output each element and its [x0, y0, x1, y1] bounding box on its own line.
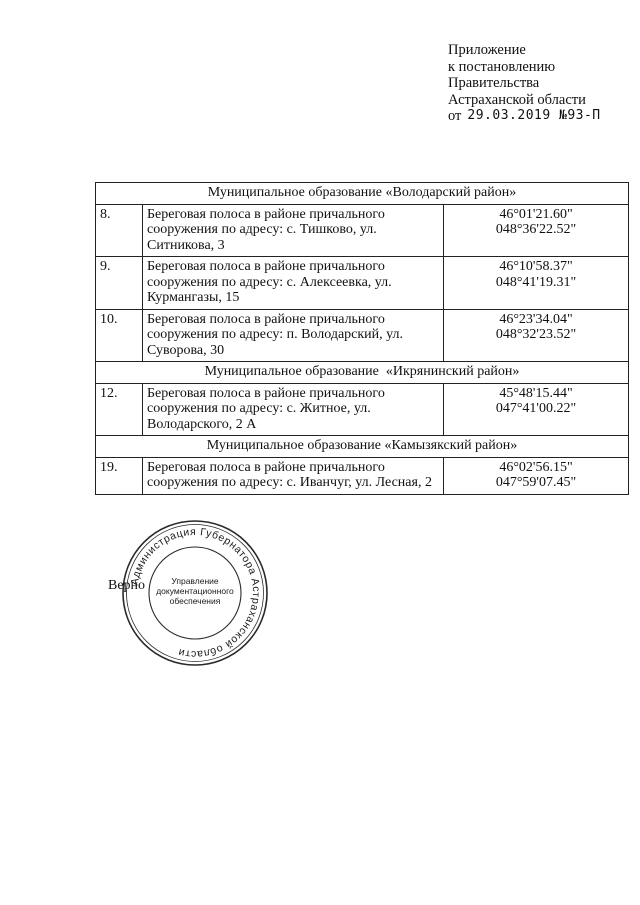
row-latitude: 46°23'34.04" [499, 311, 573, 327]
seal-center-line: обеспечения [169, 596, 221, 606]
row-number: 19. [95, 456, 143, 495]
header-date-prefix: от [448, 108, 462, 124]
row-coordinates: 46°01'21.60" 048°36'22.52" [443, 203, 629, 257]
row-description: Береговая полоса в районе причального со… [142, 203, 444, 257]
section-row: Муниципальное образование «Икрянинский р… [95, 361, 629, 384]
header-line-resolution: к постановлению [448, 58, 556, 75]
objects-table: Муниципальное образование «Володарский р… [95, 182, 629, 495]
header-line-government: Правительства [448, 75, 540, 91]
row-latitude: 46°10'58.37" [499, 259, 573, 274]
table-row: 19. Береговая полоса в районе причальног… [95, 456, 629, 495]
row-latitude: 46°02'56.15" [499, 459, 573, 475]
section-title: Муниципальное образование «Камызякский р… [95, 435, 629, 458]
row-longitude: 048°36'22.52" [495, 222, 577, 237]
row-number: 10. [95, 308, 143, 362]
seal-center-line: документационного [156, 586, 234, 596]
row-number: 9. [95, 256, 143, 310]
row-number: 12. [95, 382, 143, 436]
row-description: Береговая полоса в районе причального со… [142, 308, 444, 362]
table-row: 10. Береговая полоса в районе причальног… [95, 308, 629, 362]
row-latitude: 45°48'15.44" [499, 385, 573, 401]
row-coordinates: 45°48'15.44" 047°41'00.22" [443, 382, 629, 436]
header-date-line: от 29.03.2019 №93-П [448, 108, 601, 125]
appendix-header: Приложение к постановлению Правительства… [448, 42, 601, 125]
row-description: Береговая полоса в районе причального со… [142, 382, 444, 436]
row-coordinates: 46°02'56.15" 047°59'07.45" [443, 456, 629, 495]
seal-center-text: Управление документационного обеспечения [150, 576, 240, 606]
row-coordinates: 46°23'34.04" 048°32'23.52" [443, 308, 629, 362]
official-seal-stamp: Администрация Губернатора Астраханской о… [120, 518, 270, 668]
table-row: 8. Береговая полоса в районе причального… [95, 203, 629, 257]
seal-center-line: Управление [171, 576, 219, 586]
row-coordinates: 46°10'58.37" 048°41'19.31" [443, 256, 629, 310]
row-longitude: 047°41'00.22" [495, 401, 577, 416]
section-title: Муниципальное образование «Володарский р… [95, 182, 629, 205]
header-line-appendix: Приложение [448, 42, 526, 58]
section-row: Муниципальное образование «Камызякский р… [95, 435, 629, 458]
row-longitude: 048°32'23.52" [495, 327, 577, 342]
section-row: Муниципальное образование «Володарский р… [95, 182, 629, 205]
table-row: 12. Береговая полоса в районе причальног… [95, 382, 629, 436]
row-longitude: 048°41'19.31" [495, 274, 577, 290]
section-title: Муниципальное образование «Икрянинский р… [95, 361, 629, 384]
header-date-value: 29.03.2019 №93-П [467, 108, 601, 123]
seal-ring-graphic: Администрация Губернатора Астраханской о… [122, 520, 268, 666]
table-row: 9. Береговая полоса в районе причального… [95, 256, 629, 310]
row-description: Береговая полоса в районе причального со… [142, 256, 444, 310]
row-longitude: 047°59'07.45" [495, 475, 577, 490]
row-description: Береговая полоса в районе причального со… [142, 456, 444, 495]
row-number: 8. [95, 203, 143, 257]
header-line-region: Астраханской области [448, 91, 586, 108]
row-latitude: 46°01'21.60" [499, 206, 573, 222]
